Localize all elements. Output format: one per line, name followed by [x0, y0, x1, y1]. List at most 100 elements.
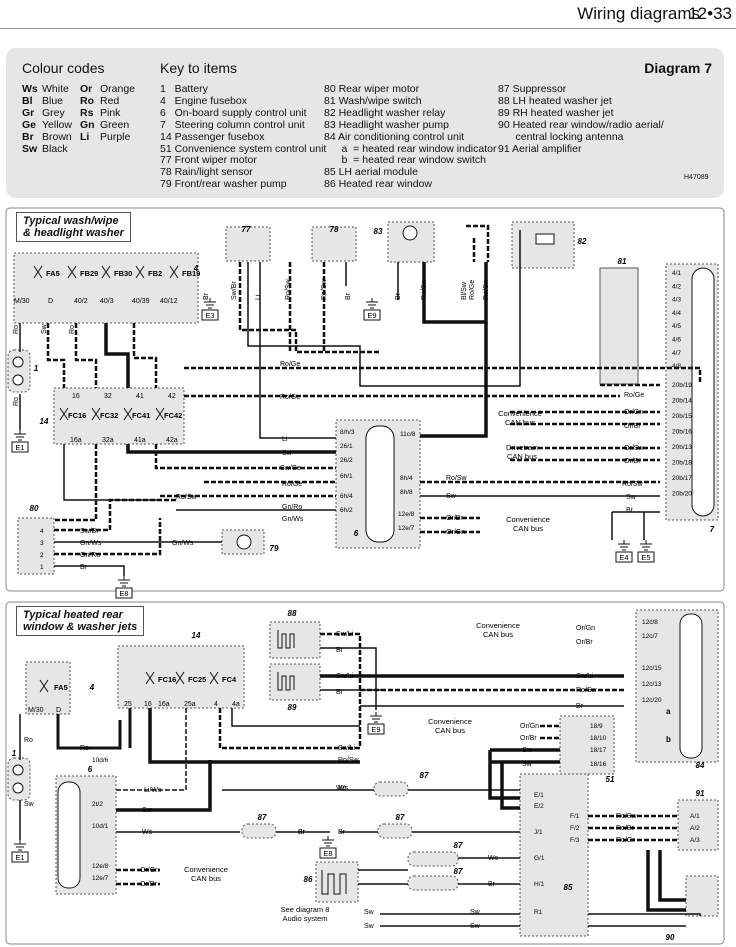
fuse-pin: D: [48, 298, 53, 305]
connector-pin: 2: [40, 552, 44, 559]
key-item: 89 RH heated washer jet: [498, 106, 614, 119]
component-number: 89: [288, 703, 297, 712]
battery-box: [7, 349, 31, 393]
connector-pin: 20b/13: [672, 444, 692, 451]
earth-symbol: [618, 540, 630, 551]
wire-label: Ro/Sw: [321, 278, 328, 300]
wire-label: Ro/Sw: [446, 475, 468, 482]
component-number: 4: [193, 264, 199, 273]
colour-code: Sw: [22, 142, 38, 155]
fuse-pin: 41: [136, 393, 144, 400]
can-bus-label: Convenience: [184, 865, 228, 874]
earth-symbol: [640, 540, 652, 551]
wire-label: Br: [395, 292, 402, 300]
earth-label: E1: [15, 853, 24, 862]
wire-label: Ws: [142, 829, 153, 836]
jet-heater-element-1: [277, 630, 295, 649]
connector-pin: J/1: [534, 829, 543, 836]
connector-pin: 4: [40, 528, 44, 535]
component-number: 7: [710, 525, 715, 534]
wire-label: Sw: [470, 923, 481, 930]
wire-label: Ro/Sw: [616, 813, 638, 820]
fuse-pin: 32: [104, 393, 112, 400]
connector-pin: 18/10: [590, 735, 607, 742]
wire-label: Sw: [24, 801, 35, 808]
wire-label: Br: [488, 881, 496, 888]
wire-label: Or/Br: [520, 735, 537, 742]
connector-pin: G/1: [534, 855, 545, 862]
key-item: central locking antenna: [498, 130, 624, 143]
component-number: 83: [374, 227, 383, 236]
key-item: 90 Heated rear window/radio aerial/: [498, 118, 664, 131]
wire-label: Br: [336, 689, 344, 696]
wire-label: Br: [576, 703, 584, 710]
connector-pin: 4/4: [672, 310, 681, 317]
section2-title-line1: Typical heated rear: [23, 609, 123, 621]
connector-pin: 20b/20: [672, 491, 692, 498]
connector-pin: F/3: [570, 837, 580, 844]
wire-label: Sw/Li: [338, 745, 356, 752]
fuse-symbol: [33, 265, 43, 279]
wire-label: Ro/Ge: [624, 392, 644, 399]
key-item: 1 Battery: [160, 83, 208, 95]
colour-name: Black: [42, 142, 68, 155]
colour-name: White: [42, 83, 69, 95]
wire-label: Sw: [522, 747, 533, 754]
component-number: 91: [696, 789, 705, 798]
key-item: 79 Front/rear washer pump: [160, 178, 287, 191]
fuse-pin: 25: [124, 701, 132, 708]
wire-label: Ro/Br: [616, 825, 635, 832]
key-item: 77 Front wiper motor: [160, 154, 257, 167]
wire-label: Gn/Ws: [172, 540, 194, 547]
connector-pin: 4/5: [672, 323, 681, 330]
key-item: 81 Wash/wipe switch: [324, 94, 422, 107]
see-diagram-note: See diagram 8: [281, 905, 330, 914]
fuse-label: FB29: [80, 269, 98, 278]
wire-label: Sw: [41, 323, 48, 334]
earth-label-box: [201, 309, 219, 321]
wire-label: Sw/Br: [80, 528, 99, 535]
wire-label: Br: [298, 829, 306, 836]
colour-name: Grey: [42, 106, 65, 119]
wire-label: Ws: [336, 785, 347, 792]
wire-label: Li: [255, 294, 262, 300]
wire-label: Bl/Sw: [461, 281, 468, 300]
fuse-pin: M/30: [14, 298, 30, 305]
wire-label: Br: [345, 292, 352, 300]
diagram-number: Diagram 7: [644, 60, 712, 76]
key-item: 91 Aerial amplifier: [498, 142, 582, 155]
component-number: 1: [12, 749, 17, 758]
fuse-pin: 40/3: [100, 298, 114, 305]
connector-pin: F/1: [570, 813, 580, 820]
onboard-supply-unit: [365, 425, 395, 543]
connector-pin: H/1: [534, 881, 545, 888]
colour-name: Pink: [100, 106, 121, 119]
connector-pin: 20b/17: [672, 475, 692, 482]
connector-pin: 20b/19: [672, 382, 692, 389]
passenger-fusebox: [53, 387, 185, 445]
connector-pin: 12e/7: [398, 525, 415, 532]
fuse-symbol: [39, 679, 49, 693]
connector-pin: 26/1: [340, 443, 353, 450]
component-number: 78: [330, 225, 339, 234]
fuse-pin: 32a: [102, 437, 114, 444]
fuse-symbol: [175, 671, 185, 685]
connector-pin: 8h/8: [400, 489, 413, 496]
fuse-pin: 40/2: [74, 298, 88, 305]
can-bus-label: CAN bus: [435, 726, 465, 735]
key-item: 82 Headlight washer relay: [324, 106, 446, 119]
fuse-symbol: [169, 265, 179, 279]
component-number: 87: [454, 867, 463, 876]
key-item: 7 Steering column control unit: [160, 118, 305, 131]
wire-label: Or/Gn: [624, 409, 643, 416]
wire-label: Ro: [80, 745, 89, 752]
fuse-pin: D: [56, 707, 61, 714]
earth-label: E8: [119, 589, 128, 598]
wire-label: Ro/Ge: [280, 361, 300, 368]
